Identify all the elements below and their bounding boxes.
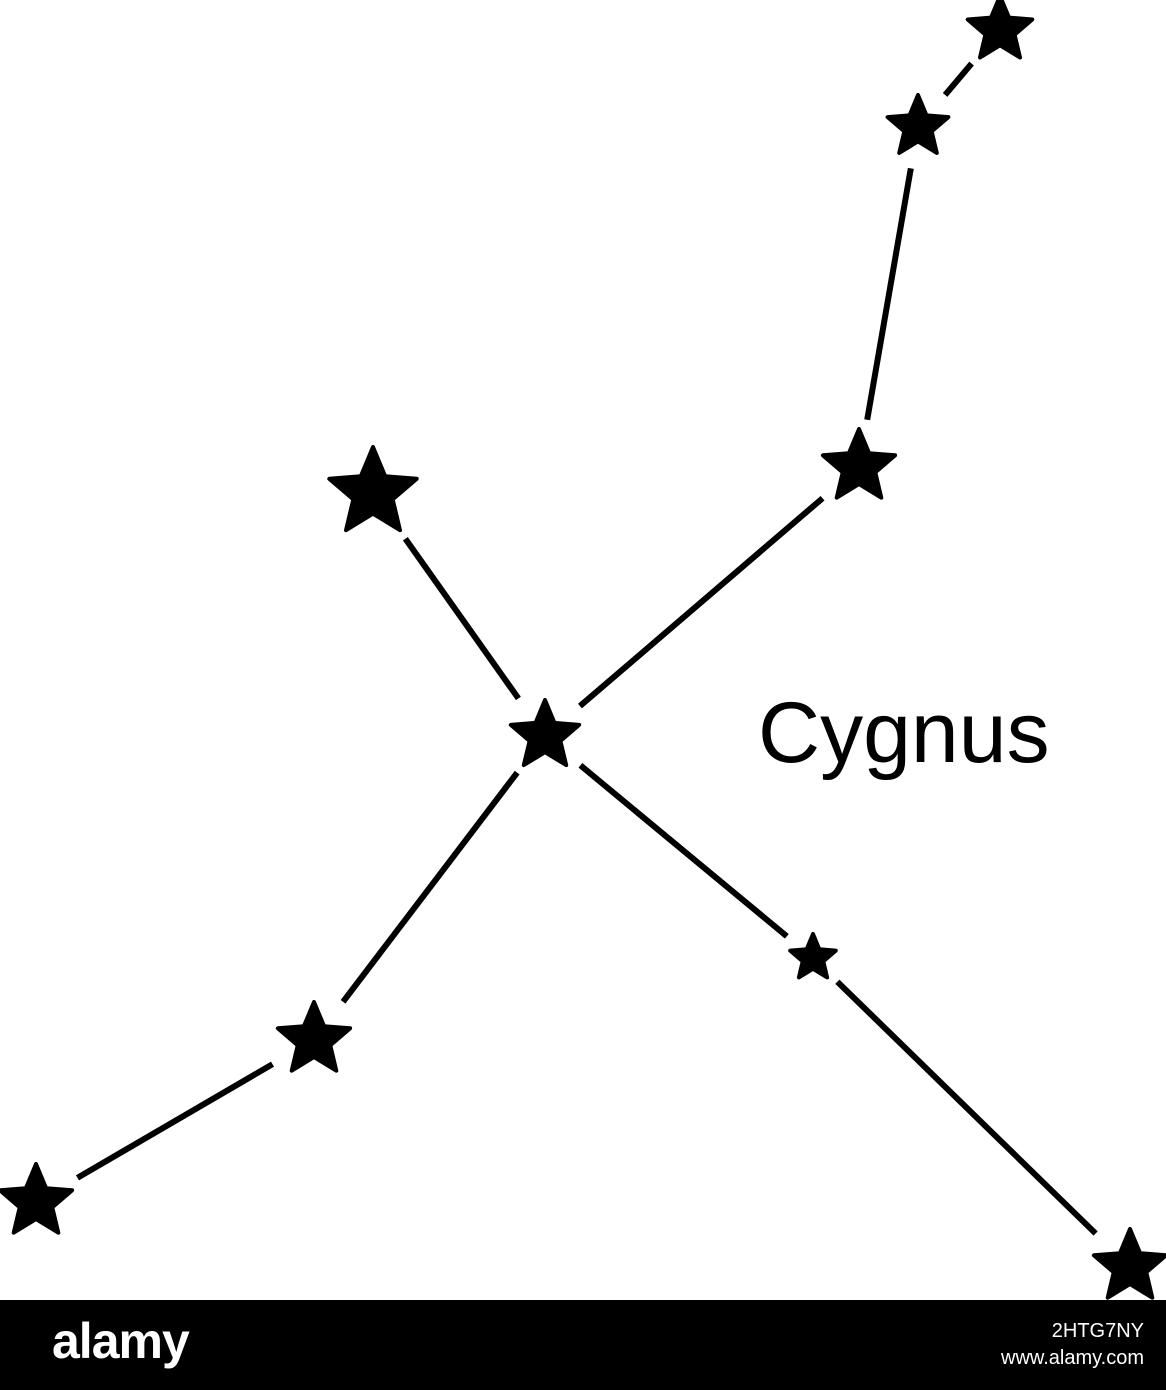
- star-bottom-left-icon: [0, 1162, 75, 1235]
- star-left-head-icon: [327, 445, 419, 533]
- alamy-logo: alamy: [52, 1313, 190, 1369]
- star-lower-left-mid-icon: [275, 1000, 353, 1073]
- connection-line-star-7-star-8: [75, 1061, 275, 1181]
- connection-line-star-2-star-3: [864, 167, 914, 421]
- connection-line-star-1-star-2: [942, 61, 974, 97]
- star-right-wing-icon: [820, 427, 898, 500]
- watermark-bar: [0, 1300, 1166, 1390]
- site-url: www.alamy.com: [1001, 1347, 1144, 1369]
- star-center-icon: [508, 698, 582, 768]
- image-id: 2HTG7NY: [1051, 1320, 1144, 1342]
- constellation-diagram: [0, 0, 1166, 1300]
- star-bottom-right-icon: [1091, 1227, 1166, 1300]
- star-top-right-icon: [965, 0, 1035, 60]
- connection-line-star-5-star-7: [340, 770, 520, 1004]
- star-upper-neck-icon: [885, 93, 951, 155]
- connection-line-star-6-star-9: [835, 979, 1098, 1236]
- watermark-info: 2HTG7NY www.alamy.com: [1001, 1318, 1144, 1372]
- connection-line-star-3-star-5: [577, 495, 825, 709]
- connection-line-star-4-star-5: [402, 536, 521, 701]
- star-lower-right-mid-icon: [788, 932, 838, 980]
- constellation-label: Cygnus: [758, 685, 1050, 781]
- connection-line-star-5-star-6: [578, 763, 789, 939]
